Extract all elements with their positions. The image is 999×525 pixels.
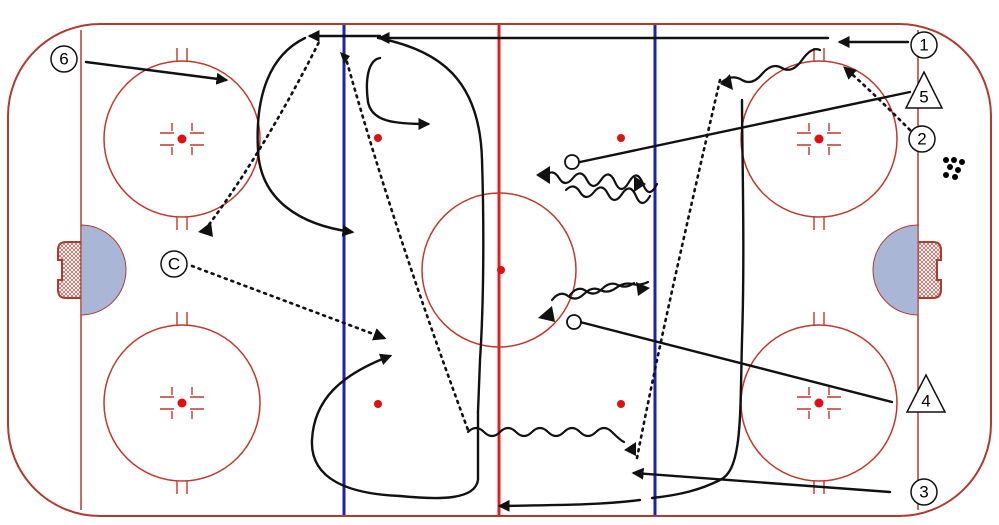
dotted-arrowheads	[198, 52, 350, 237]
path-wavy-mid-upper-2	[564, 185, 652, 205]
center-dot	[497, 266, 505, 274]
path-wavy-top-right	[720, 48, 822, 84]
player-marker-2: 2	[908, 125, 936, 153]
faceoff-circle-bottom-left	[103, 312, 261, 494]
coach-label: C	[168, 255, 180, 274]
player-marker-5: 5	[904, 70, 944, 109]
player-4-label: 4	[921, 392, 930, 411]
player-marker-6: 6	[50, 45, 78, 73]
puck-top	[564, 154, 580, 170]
puck-bottom	[566, 314, 582, 330]
goal-net-icon	[918, 241, 942, 299]
player-6-label: 6	[59, 50, 68, 69]
coach-marker: C	[160, 250, 188, 278]
center-circle	[421, 192, 577, 348]
player-marker-4: 4	[905, 373, 947, 413]
player-1-label: 1	[919, 36, 928, 55]
puck-pile-icon	[943, 157, 965, 180]
goal-net-icon	[57, 241, 81, 299]
path-left-swing	[256, 36, 355, 237]
path-dotted-diagonal	[343, 53, 470, 432]
path-loop-top	[376, 36, 485, 414]
player-5-label: 5	[919, 88, 928, 107]
player-marker-3: 3	[910, 478, 938, 506]
path-bottom-return	[310, 353, 480, 500]
path-dotted-right-up	[635, 78, 722, 460]
player-3-label: 3	[919, 483, 928, 502]
path-wavy-mid-lower-2	[568, 281, 636, 297]
player-marker-1: 1	[910, 31, 938, 59]
neutral-dot-top-right	[617, 134, 625, 142]
path-hook-top	[365, 56, 431, 130]
faceoff-circle-top-right	[740, 48, 898, 230]
path-bottom-boards	[497, 498, 642, 512]
neutral-dot-top-left	[374, 134, 382, 142]
wavy-arrowheads	[536, 74, 733, 456]
neutral-dot-bottom-left	[374, 400, 382, 408]
path-wavy-bottom	[466, 426, 626, 444]
path-dotted-coach	[190, 264, 387, 341]
path-right-loop	[650, 98, 745, 500]
neutral-dot-bottom-right	[617, 400, 625, 408]
goal-crease-left	[80, 224, 127, 316]
goal-crease-right	[872, 224, 919, 316]
path-dotted-left-up	[203, 38, 322, 232]
path-player-4-pass	[578, 320, 894, 404]
path-dotted-player-2	[843, 66, 912, 132]
path-player-6-pass	[84, 60, 229, 85]
player-2-label: 2	[917, 130, 926, 149]
faceoff-circle-top-left	[103, 48, 261, 230]
path-player-5-pass	[578, 90, 912, 164]
path-player-3-pass	[631, 467, 892, 494]
path-wavy-mid-upper	[543, 171, 659, 194]
